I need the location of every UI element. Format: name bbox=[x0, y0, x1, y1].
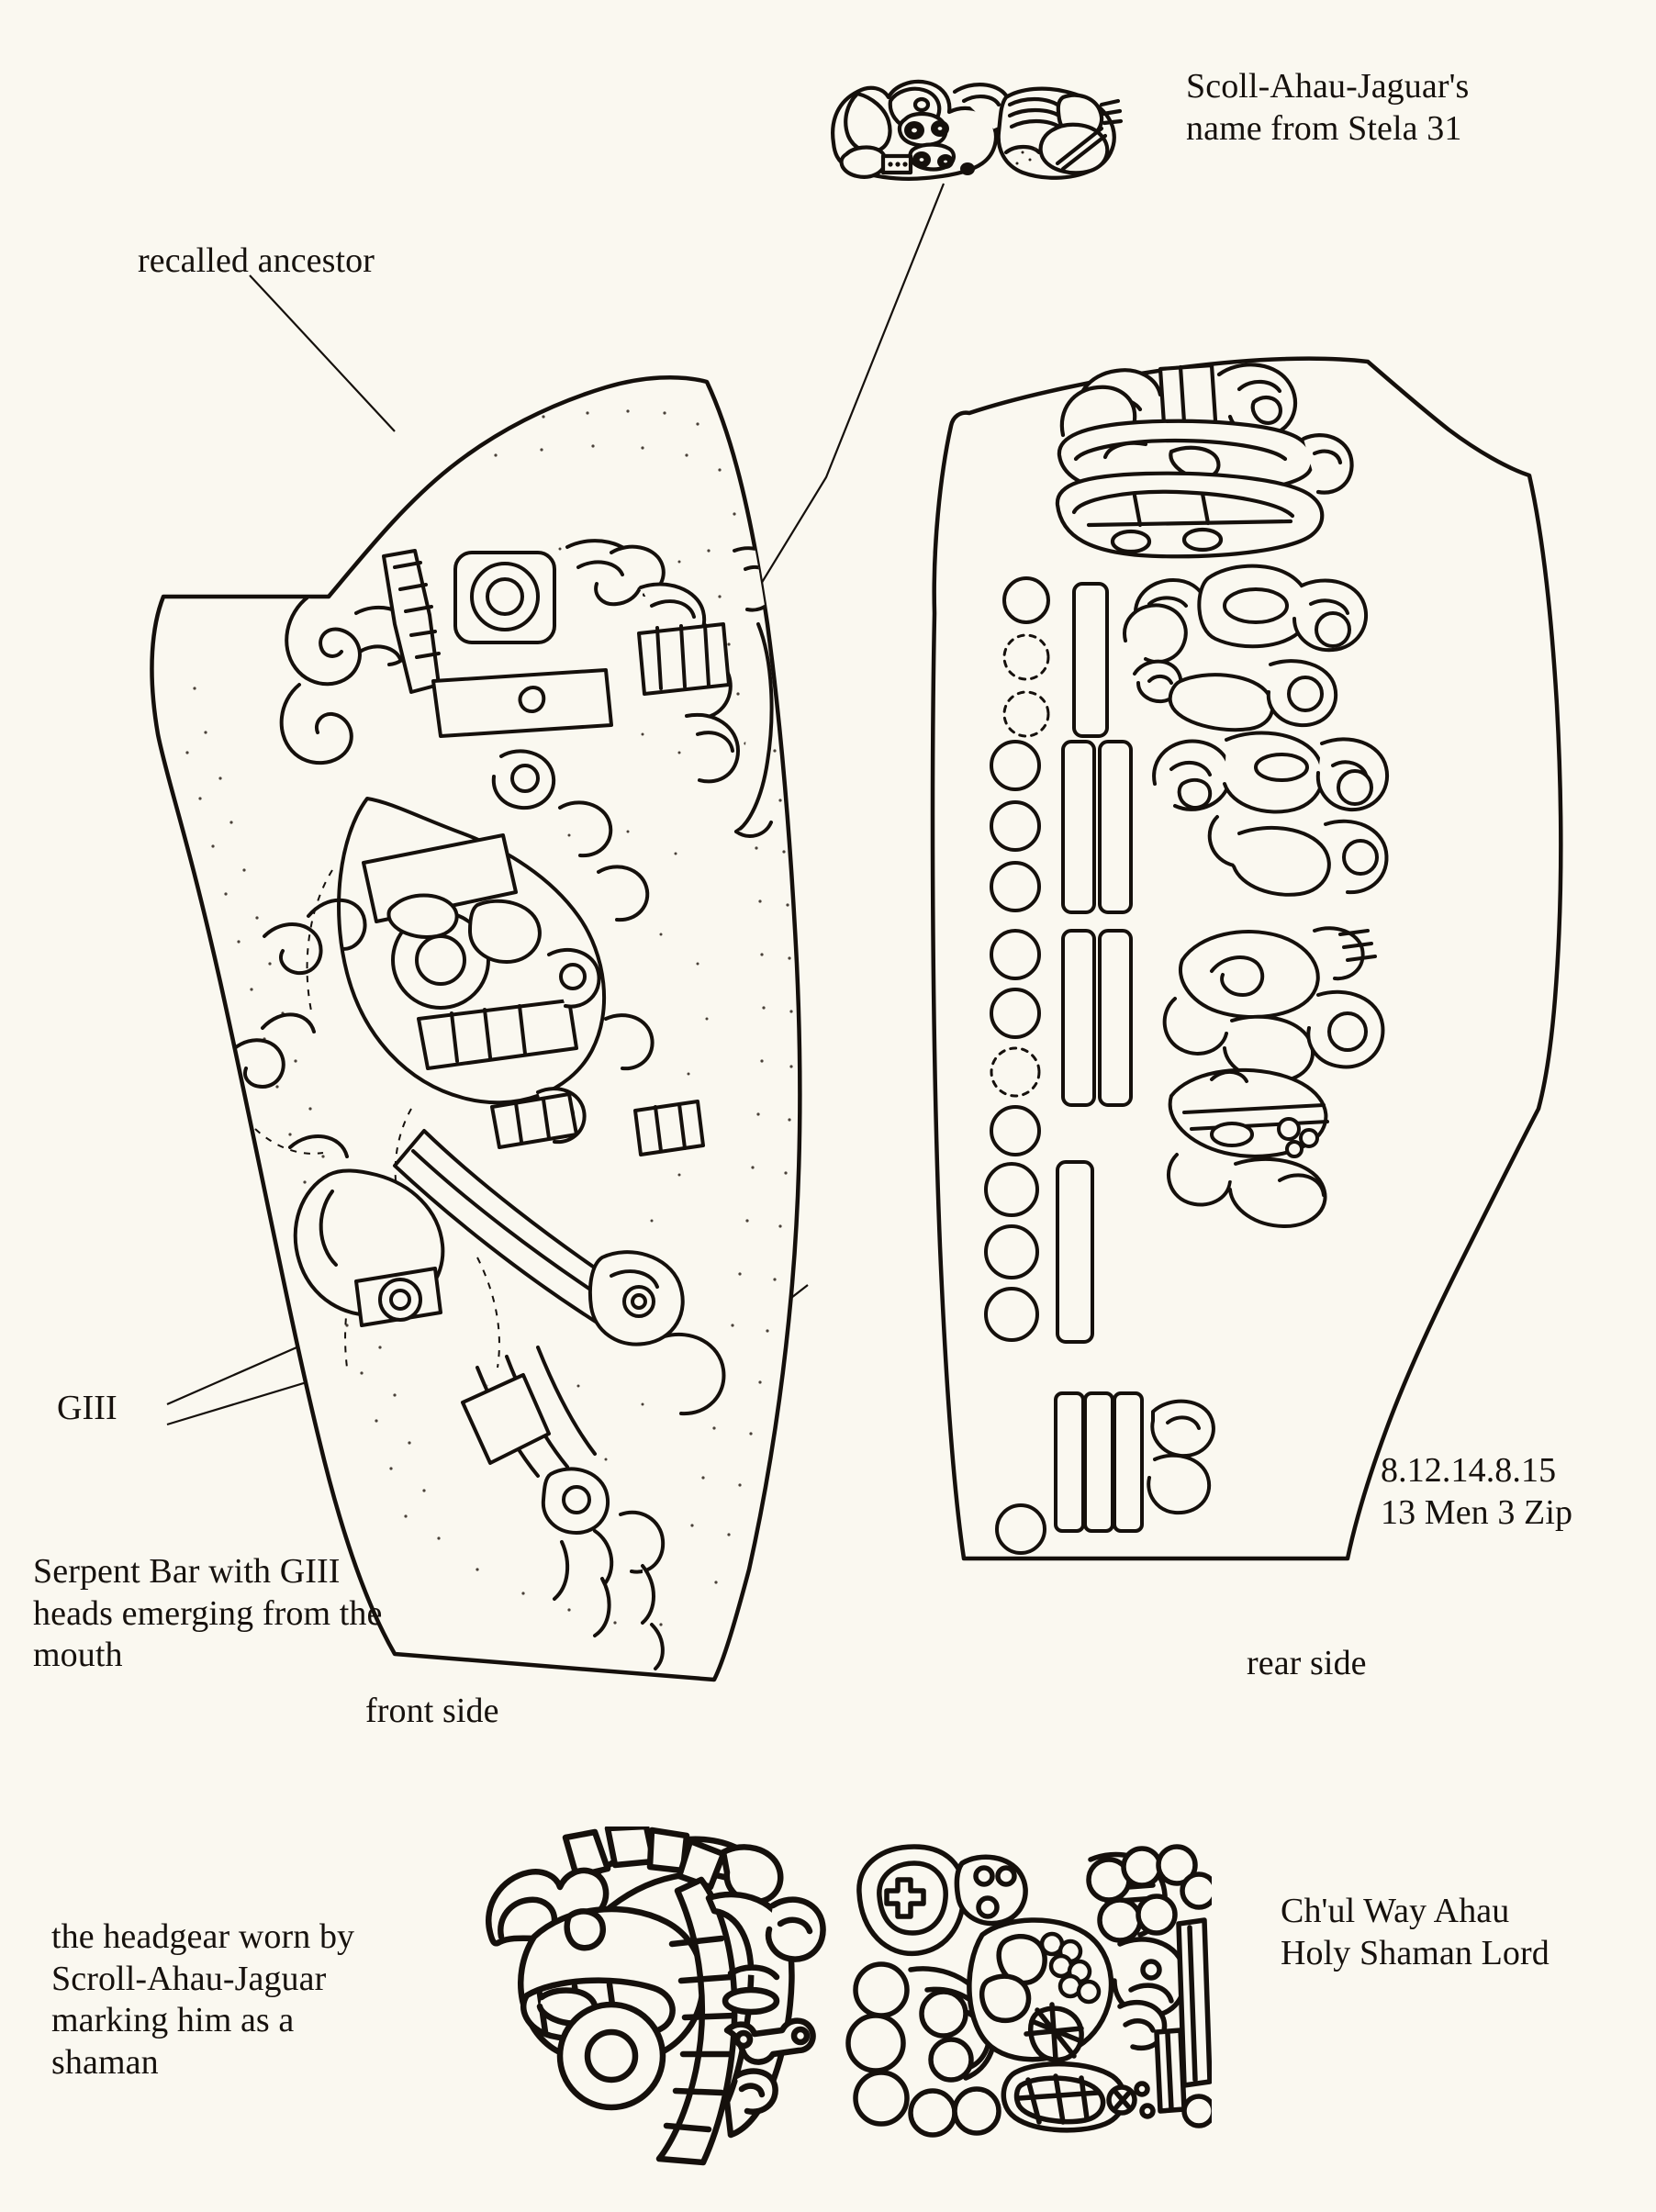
headdress-complex bbox=[279, 539, 781, 838]
rear-stela-drawing bbox=[909, 338, 1625, 1659]
front-stela-drawing bbox=[92, 321, 854, 1698]
numeral-dot-dashed bbox=[990, 1046, 1041, 1098]
numeral-dot bbox=[984, 1162, 1039, 1217]
rear-inscription-column bbox=[984, 363, 1390, 1555]
numeral-bar bbox=[1098, 740, 1133, 914]
serpent-bar-label-line2: heads emerging from the bbox=[33, 1593, 383, 1633]
isig-block bbox=[1055, 363, 1354, 559]
numeral-dot bbox=[990, 740, 1041, 791]
numeral-bar bbox=[1072, 582, 1109, 738]
headgear-caption: the headgear worn by Scroll-Ahau-Jaguar … bbox=[51, 1916, 474, 2084]
ornaments bbox=[490, 749, 705, 1156]
glyph-block-2 bbox=[1123, 564, 1368, 732]
numeral-bar bbox=[1056, 1160, 1094, 1344]
glyph-reading-block: Ch'ul Way Ahau Holy Shaman Lord bbox=[1281, 1891, 1550, 1974]
stela31-name-label: Scoll-Ahau-Jaguar's name from Stela 31 bbox=[1186, 66, 1469, 150]
serpent-bar-and-body bbox=[293, 1129, 726, 1670]
glyph-row-5 bbox=[984, 1160, 1094, 1344]
glyph-row-3 bbox=[990, 731, 1390, 914]
numeral-bar bbox=[1098, 929, 1133, 1107]
headgear-glyph bbox=[477, 1827, 826, 2166]
numeral-dot bbox=[990, 1105, 1041, 1156]
headgear-caption-line1: the headgear worn by bbox=[51, 1917, 355, 1956]
stela31-name-label-line1: Scoll-Ahau-Jaguar's bbox=[1186, 67, 1470, 106]
numeral-dot bbox=[990, 929, 1041, 980]
calendar-round-date: 13 Men 3 Zip bbox=[1381, 1492, 1573, 1532]
numeral-dot bbox=[990, 988, 1041, 1039]
numeral-bar bbox=[1061, 740, 1096, 914]
bottom-dot bbox=[995, 1503, 1046, 1555]
numeral-dot bbox=[984, 1224, 1039, 1279]
glyph-block-4 bbox=[1162, 926, 1385, 1228]
headgear-caption-line3: marking him as a bbox=[51, 2001, 295, 2040]
numeral-bar bbox=[1061, 929, 1096, 1107]
headgear-caption-line2: Scroll-Ahau-Jaguar bbox=[51, 1959, 327, 1998]
numeral-bar bbox=[1054, 1391, 1085, 1533]
date-block: 8.12.14.8.15 13 Men 3 Zip bbox=[1381, 1450, 1572, 1534]
glyph-row-4 bbox=[990, 926, 1385, 1228]
stela31-name-label-line2: name from Stela 31 bbox=[1186, 108, 1462, 148]
front-side-label: front side bbox=[365, 1692, 499, 1730]
glyph-reading-english: Holy Shaman Lord bbox=[1281, 1933, 1550, 1972]
numeral-dot bbox=[984, 1287, 1039, 1342]
numeral-dot bbox=[990, 800, 1041, 852]
stipple-texture bbox=[185, 409, 793, 1626]
stela31-name-glyph bbox=[826, 64, 1129, 193]
headgear-caption-line4: shaman bbox=[51, 2042, 159, 2082]
recalled-ancestor-label: recalled ancestor bbox=[138, 241, 375, 280]
chul-way-ahau-glyph bbox=[845, 1836, 1212, 2157]
long-count-date: 8.12.14.8.15 bbox=[1381, 1451, 1557, 1490]
serpent-bar-label-line3: mouth bbox=[33, 1636, 123, 1675]
glyph-row-2 bbox=[1002, 564, 1368, 738]
glyph-row-6 bbox=[995, 1391, 1215, 1555]
leader-recalled-ancestor bbox=[249, 274, 396, 432]
numeral-dot bbox=[990, 861, 1041, 912]
glyph-block-3 bbox=[1152, 731, 1390, 897]
numeral-dot bbox=[1002, 576, 1050, 624]
serpent-bar-label-line1: Serpent Bar with GIII bbox=[33, 1552, 341, 1591]
numeral-bar bbox=[1083, 1391, 1114, 1533]
numeral-dot-dashed bbox=[1002, 690, 1050, 738]
numeral-dot-dashed bbox=[1002, 633, 1050, 681]
glyph-reading-maya: Ch'ul Way Ahau bbox=[1281, 1892, 1510, 1930]
glyph-block-bottom bbox=[1147, 1399, 1215, 1515]
rear-side-label: rear side bbox=[1247, 1644, 1367, 1682]
serpent-bar-label: Serpent Bar with GIII heads emerging fro… bbox=[33, 1551, 510, 1677]
giii-label: GIII bbox=[57, 1389, 117, 1427]
central-deity-face bbox=[337, 797, 607, 1105]
numeral-bar bbox=[1113, 1391, 1144, 1533]
